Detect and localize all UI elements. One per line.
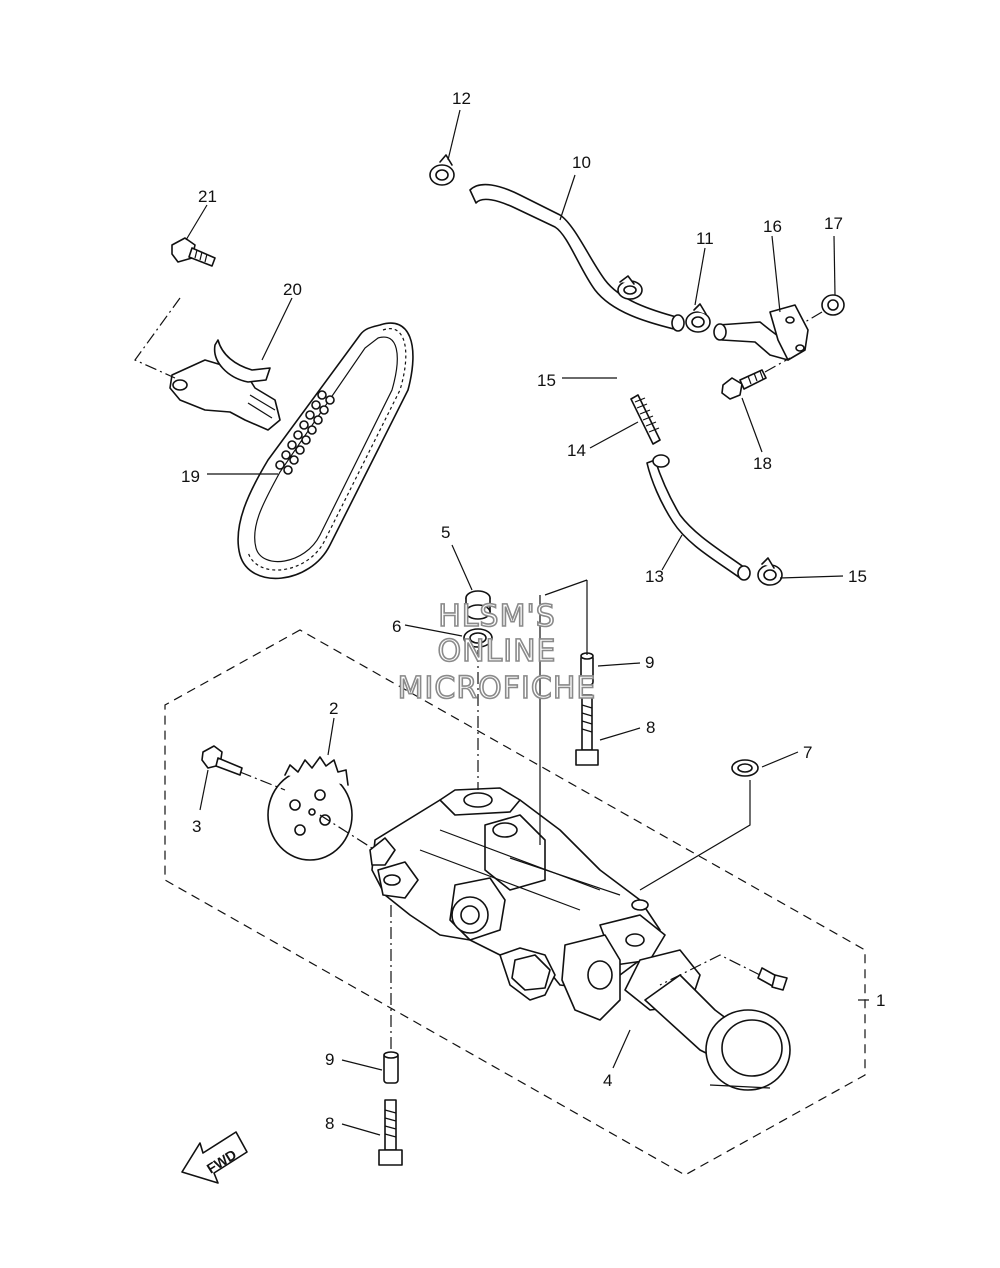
hose-spring[interactable]	[630, 394, 661, 445]
chain-guide[interactable]	[169, 339, 281, 431]
callout-4: 4	[603, 1071, 612, 1090]
callout-16: 16	[763, 217, 782, 236]
callout-8-upper: 8	[646, 718, 655, 737]
callout-14: 14	[567, 441, 586, 460]
callout-21: 21	[198, 187, 217, 206]
hose-clip-11[interactable]	[685, 303, 711, 333]
gear-axis	[319, 814, 376, 851]
pump-bolt-lower[interactable]	[378, 1099, 403, 1166]
leader-lines	[185, 109, 869, 1136]
strainer-bolt[interactable]	[757, 967, 788, 991]
callout-13: 13	[645, 567, 664, 586]
callout-15-lower: 15	[848, 567, 867, 586]
fitting-bolt[interactable]	[721, 369, 767, 400]
oil-strainer[interactable]	[624, 949, 791, 1091]
callout-2: 2	[329, 699, 338, 718]
callout-17: 17	[824, 214, 843, 233]
callout-10: 10	[572, 153, 591, 172]
watermark: HLSM'S ONLINE MICROFICHE	[397, 598, 597, 707]
oil-pipe-upper[interactable]	[469, 183, 685, 332]
dowel-pin-lower[interactable]	[383, 1051, 399, 1084]
callout-18: 18	[753, 454, 772, 473]
callout-labels: 1 2 3 4 5 6 7 8 8 9 9 10 11 12 13 14 15 …	[181, 89, 885, 1133]
callout-6: 6	[392, 617, 401, 636]
fitting-gasket[interactable]	[821, 294, 845, 316]
fwd-arrow-icon: FWD	[181, 1131, 248, 1184]
callout-7: 7	[803, 743, 812, 762]
guide-bolt[interactable]	[171, 237, 216, 267]
fitting-bolt-axis	[764, 357, 791, 373]
callout-1: 1	[876, 991, 885, 1010]
watermark-line-3: MICROFICHE	[398, 671, 597, 706]
watermark-line-2: ONLINE	[437, 634, 556, 669]
guide-bolt-axis	[134, 297, 181, 379]
o-ring-7[interactable]	[731, 759, 759, 777]
callout-12: 12	[452, 89, 471, 108]
oil-pipe-fitting[interactable]	[713, 304, 809, 361]
callout-11: 11	[696, 229, 714, 248]
hose-clip-12[interactable]	[429, 154, 455, 186]
chain-links	[275, 390, 335, 475]
oil-pump-gear[interactable]	[267, 756, 353, 861]
hose-clip-15-lower[interactable]	[757, 557, 783, 586]
oil-pump-chain[interactable]	[237, 322, 414, 580]
dowel-pin-upper[interactable]	[580, 652, 594, 686]
hose-clip-15-upper[interactable]	[617, 275, 643, 300]
callout-8-lower: 8	[325, 1114, 334, 1133]
callout-5: 5	[441, 523, 450, 542]
fitting-gasket-axis	[804, 311, 823, 323]
oil-hose-lower[interactable]	[646, 454, 751, 581]
pump-bolt-upper[interactable]	[575, 694, 599, 766]
assembly-boundary	[164, 629, 866, 1176]
callout-20: 20	[283, 280, 302, 299]
callout-3: 3	[192, 817, 201, 836]
o-ring-7-leader-axis	[639, 780, 751, 891]
gear-bolt[interactable]	[201, 745, 243, 776]
watermark-line-1: HLSM'S	[438, 599, 556, 634]
oil-pump-body[interactable]	[369, 787, 666, 1021]
callout-9-lower: 9	[325, 1050, 334, 1069]
callout-19: 19	[181, 467, 200, 486]
o-ring-6[interactable]	[463, 628, 493, 648]
callout-15-upper: 15	[537, 371, 556, 390]
gear-bolt-axis	[239, 771, 286, 791]
collar[interactable]	[465, 590, 491, 620]
upper-bolt-axis-2	[544, 579, 588, 596]
strainer-bolt-axis	[659, 954, 761, 986]
callout-9-upper: 9	[645, 653, 654, 672]
